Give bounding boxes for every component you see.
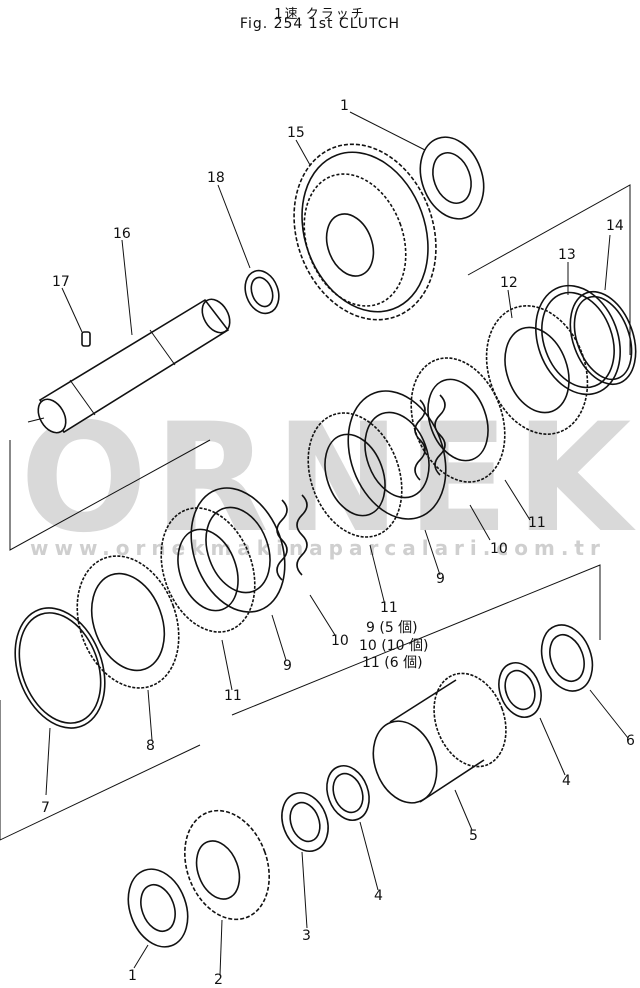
callout-10-lower: 10 [331, 633, 349, 649]
part-15-clutch-drum [293, 143, 437, 321]
callout-1-bottom: 1 [128, 968, 137, 984]
part-13-14-rings [535, 284, 637, 396]
callout-3: 3 [302, 928, 311, 944]
figure-title-english: Fig. 254 1st CLUTCH [239, 16, 401, 32]
figure-title-japanese: 1速 クラッチ [274, 7, 366, 22]
callout-7: 7 [41, 800, 50, 816]
part-1-bearing-top [419, 136, 485, 220]
lower-disc-stack [160, 487, 308, 633]
callout-11-mid: 11 [380, 600, 398, 616]
part-17-pin [81, 331, 91, 347]
part-3-washer [281, 792, 329, 852]
callout-16: 16 [113, 226, 131, 242]
part-4-needle-bearing-lower [326, 765, 370, 821]
qty-note-11: 11 (6 個) [362, 655, 423, 671]
group-bracket-lines [0, 184, 631, 841]
qty-note-10: 10 (10 個) [359, 638, 428, 654]
callout-14: 14 [606, 218, 624, 234]
part-6-washer [540, 624, 594, 692]
callout-12: 12 [500, 275, 518, 291]
callout-15: 15 [287, 125, 305, 141]
callout-2: 2 [214, 972, 223, 988]
qty-note-9: 9 (5 個) [366, 620, 418, 636]
watermark-logo: ORNEK [20, 392, 637, 566]
callout-17: 17 [52, 274, 70, 290]
callout-1-top: 1 [340, 98, 349, 114]
callout-8: 8 [146, 738, 155, 754]
callout-4-lower: 4 [374, 888, 383, 904]
part-1-bearing-bottom [127, 868, 189, 948]
watermark-url: www.ornekmakinaparcalari.com.tr [30, 536, 606, 560]
part-12-plate [485, 305, 589, 435]
callout-18: 18 [207, 170, 225, 186]
part-2-gear [184, 809, 270, 921]
part-18-seal [244, 269, 280, 315]
callout-11-upper: 11 [528, 515, 546, 531]
callout-10-upper: 10 [490, 541, 508, 557]
part-5-clutch-hub [372, 672, 507, 804]
callout-9-upper: 9 [436, 571, 445, 587]
callout-9-lower: 9 [283, 658, 292, 674]
part-7-snap-ring [14, 607, 106, 729]
part-4-needle-bearing-upper [498, 662, 542, 718]
callout-13: 13 [558, 247, 576, 263]
callout-6: 6 [626, 733, 635, 749]
leader-lines [45, 111, 629, 976]
callout-4-upper: 4 [562, 773, 571, 789]
upper-disc-stack [307, 357, 506, 538]
part-8-end-plate [76, 555, 180, 689]
callout-11-lower: 11 [224, 688, 242, 704]
callout-5: 5 [469, 828, 478, 844]
callout-labels: 1 15 18 16 17 13 14 12 10 11 9 10 11 9 9… [41, 98, 635, 988]
part-16-shaft [27, 298, 231, 434]
